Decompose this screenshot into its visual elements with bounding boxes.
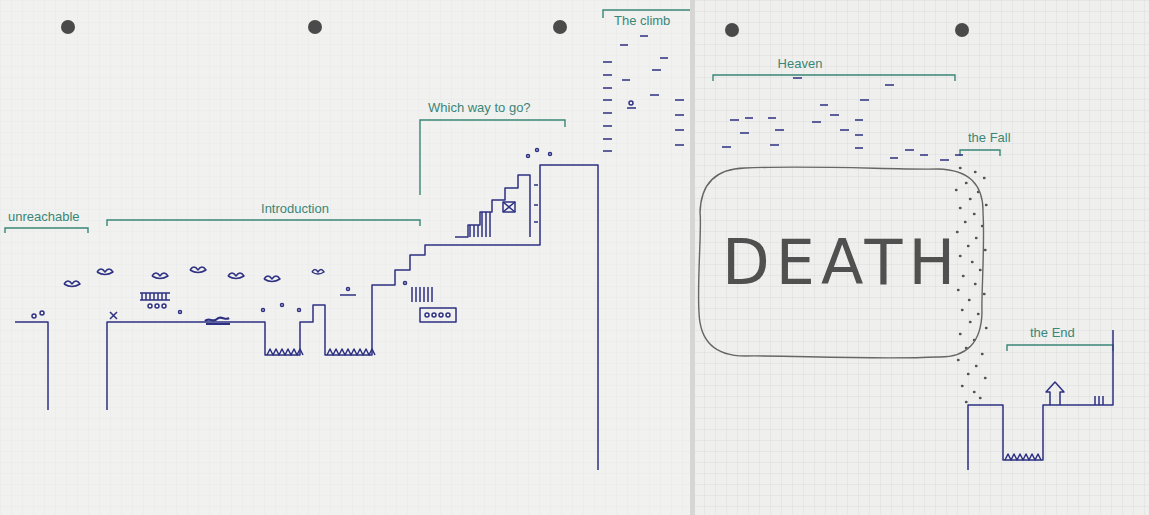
hatched-platform — [140, 293, 170, 300]
cloud — [64, 281, 80, 287]
coin — [32, 314, 36, 318]
coin — [347, 288, 350, 291]
cloud — [312, 270, 324, 275]
moving-platform — [420, 308, 456, 322]
punch-hole — [61, 20, 75, 34]
ground-line — [15, 322, 48, 410]
section-brackets — [5, 10, 1113, 351]
stairs — [455, 175, 530, 237]
start-mark — [110, 312, 117, 319]
coin — [262, 309, 265, 312]
cloud — [228, 273, 244, 279]
coin — [298, 309, 301, 312]
coin — [155, 304, 159, 308]
section-label: the Fall — [968, 130, 1011, 146]
section-label: Introduction — [261, 201, 329, 217]
bracket — [5, 228, 88, 233]
punch-hole — [553, 20, 567, 34]
hatch — [1095, 396, 1103, 405]
section-label: unreachable — [8, 209, 80, 225]
climb-platforms — [603, 62, 612, 151]
cloud — [264, 276, 280, 282]
bracket — [960, 150, 1000, 156]
spikes — [267, 349, 303, 355]
coin — [446, 313, 450, 317]
zone-outline — [699, 167, 984, 358]
hatch — [470, 212, 490, 237]
bracket — [713, 75, 955, 81]
paper-grid — [695, 0, 1149, 515]
bracket — [420, 120, 565, 195]
coin — [40, 311, 44, 315]
hatch — [412, 287, 432, 302]
exit-arrow — [1046, 382, 1064, 405]
level-ink — [15, 36, 1113, 470]
punch-hole — [308, 20, 322, 34]
punch-hole — [725, 23, 739, 37]
coin — [425, 313, 429, 317]
section-label: The climb — [614, 13, 670, 29]
coin — [404, 282, 407, 285]
crate — [503, 202, 515, 212]
paper-grid — [0, 0, 690, 515]
coin — [179, 311, 182, 314]
death-zone: DEATH — [697, 165, 986, 360]
punch-hole — [955, 23, 969, 37]
hatched-blob — [205, 318, 230, 324]
coin — [629, 101, 633, 105]
floating-platform — [340, 294, 356, 296]
spikes — [327, 349, 375, 355]
ground-line — [107, 165, 598, 470]
coin — [536, 149, 539, 152]
section-label: Heaven — [778, 56, 823, 72]
coin — [148, 304, 152, 308]
coin — [281, 304, 284, 307]
coin — [549, 153, 552, 156]
heaven-platforms — [722, 78, 963, 160]
crate — [503, 202, 515, 212]
paper-sheet — [0, 0, 690, 515]
ground-line — [968, 330, 1113, 470]
paper-sheet — [695, 0, 1149, 515]
coin — [439, 313, 443, 317]
coin — [432, 313, 436, 317]
cloud — [97, 269, 113, 275]
bracket — [1007, 345, 1113, 351]
spikes — [1005, 454, 1041, 460]
cloud — [190, 267, 206, 273]
climb-platforms — [620, 36, 684, 145]
section-label: Which way to go? — [428, 100, 531, 116]
cloud — [152, 273, 168, 279]
coin — [527, 155, 530, 158]
bracket — [107, 220, 420, 226]
section-label: the End — [1030, 325, 1075, 341]
coin — [162, 304, 166, 308]
punch-holes — [61, 20, 969, 37]
zone-label: DEATH — [722, 232, 961, 294]
ladder-step — [534, 185, 538, 222]
